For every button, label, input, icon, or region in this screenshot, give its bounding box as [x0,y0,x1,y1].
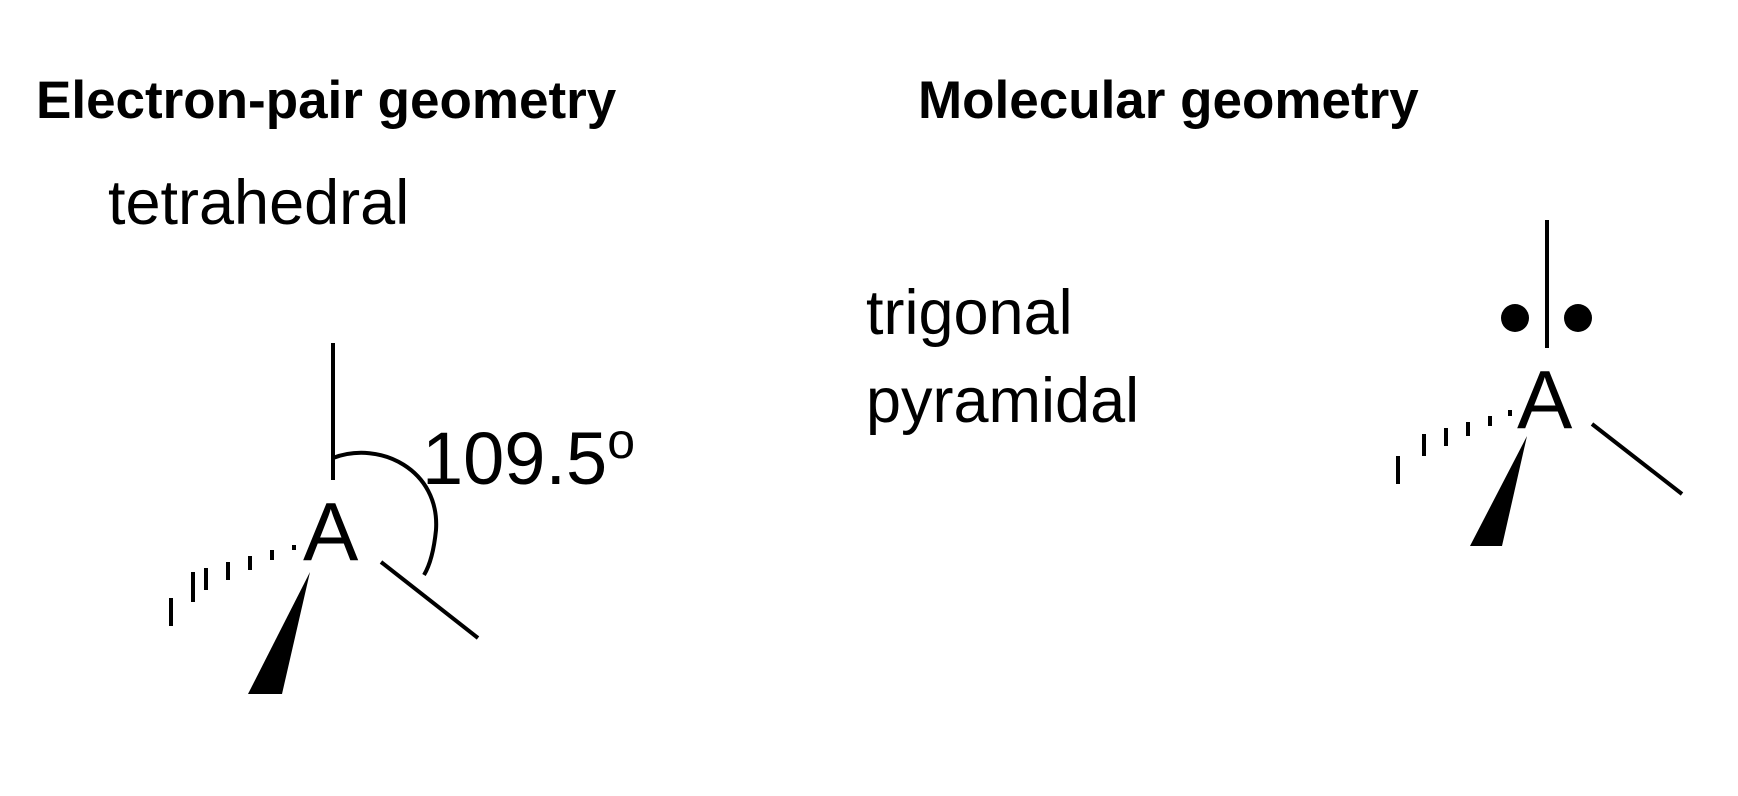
electron-pair-geometry-heading: Electron-pair geometry [36,71,617,130]
lone-pair-electron-left [1501,304,1529,332]
trigonal-pyramidal-molecule: A [1396,220,1684,546]
molecular-geometry-heading: Molecular geometry [918,71,1419,130]
bond-angle-value: 109.5o [422,413,635,500]
hashed-bond [169,545,296,626]
wedge-bond [248,572,310,694]
pyramidal-label: pyramidal [866,366,1140,436]
central-atom-label: A [303,485,359,578]
bond-angle-arc [332,450,439,577]
plain-bond [1590,422,1684,496]
lone-pair-electron-right [1564,304,1592,332]
tetrahedral-label: tetrahedral [108,168,410,238]
degree-symbol: o [607,413,635,469]
wedge-bond [1470,436,1527,546]
central-atom-label: A [1517,353,1573,446]
tetrahedral-molecule: A 109.5o [169,343,635,694]
trigonal-label: trigonal [866,278,1073,348]
plain-bond [379,560,480,640]
hashed-bond [1396,410,1512,484]
